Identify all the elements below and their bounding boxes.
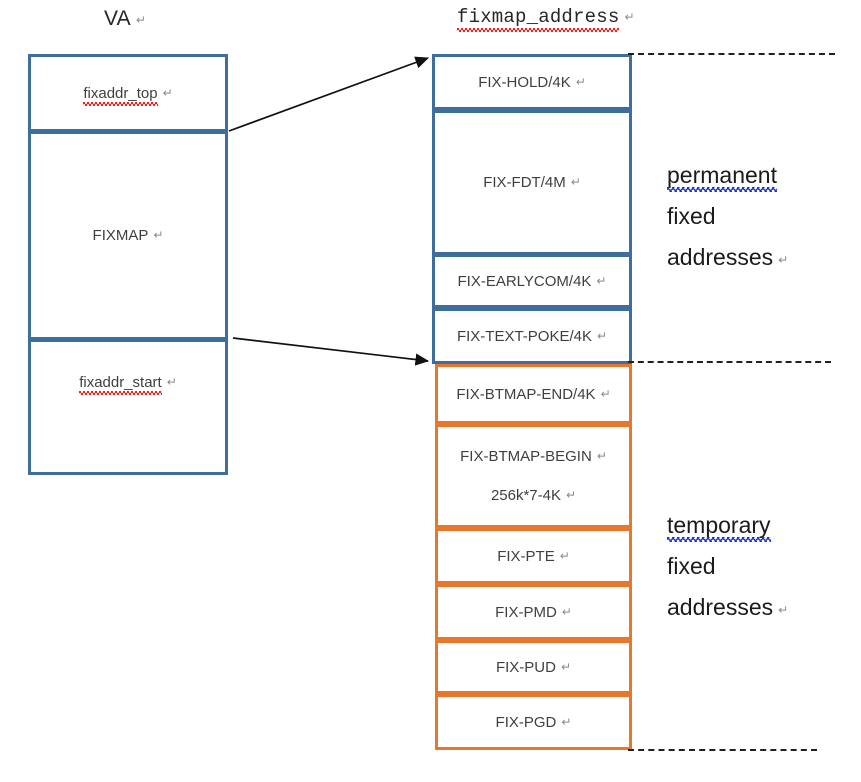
fixmap-box-label-text: FIX-BTMAP-END/4K xyxy=(456,385,596,403)
paragraph-mark-icon: ↵ xyxy=(778,603,789,617)
fixmap-box-fix-pmd: FIX-PMD ↵ xyxy=(435,584,632,640)
fixmap-box-label: FIX-PTE ↵ xyxy=(497,548,570,565)
fixmap-box-fix-hold: FIX-HOLD/4K ↵ xyxy=(432,54,632,110)
paragraph-mark-icon: ↵ xyxy=(561,604,572,619)
group-label-line-text: permanent xyxy=(667,162,777,188)
va-section-label: fixaddr_start ↵ xyxy=(79,374,177,391)
arrow-fixaddr-top-to-fix-hold xyxy=(228,56,429,132)
fixmap-box-label: FIX-PMD ↵ xyxy=(495,604,572,621)
fixmap-box-label: FIX-BTMAP-BEGIN ↵ xyxy=(460,448,607,465)
paragraph-mark-icon: ↵ xyxy=(596,273,607,288)
va-section-fixaddr-top: fixaddr_top ↵ xyxy=(28,54,228,132)
fixmap-box-label-text: FIX-EARLYCOM/4K xyxy=(457,272,592,290)
fixmap-box-label: FIX-BTMAP-END/4K ↵ xyxy=(456,386,610,403)
paragraph-mark-icon: ↵ xyxy=(575,74,586,89)
fixmap-box-fix-fdt: FIX-FDT/4M ↵ xyxy=(432,110,632,255)
group-label-line-text: addresses xyxy=(667,244,774,270)
va-section-label-text: fixaddr_top xyxy=(83,84,158,102)
fixmap-box-label-text: FIX-PMD xyxy=(495,603,557,621)
boundary-line-bottom xyxy=(628,749,817,751)
right-column-title-text: fixmap_address xyxy=(457,6,620,28)
group-label-temporary: temporary fixed addresses ↵ xyxy=(667,505,788,631)
fixmap-box-label-text: FIX-PUD xyxy=(495,658,556,676)
fixmap-box-fix-btmap-begin: FIX-BTMAP-BEGIN ↵ 256k*7-4K ↵ xyxy=(435,424,632,528)
group-label-line: addresses ↵ xyxy=(667,587,788,631)
group-label-permanent: permanent fixed addresses ↵ xyxy=(667,155,788,281)
paragraph-mark-icon: ↵ xyxy=(596,449,607,463)
fixmap-box-label-text: FIX-PGD xyxy=(495,713,557,731)
va-section-fixaddr-start: fixaddr_start ↵ xyxy=(28,339,228,475)
fixmap-box-fix-pud: FIX-PUD ↵ xyxy=(435,640,632,694)
fixmap-box-label-text: FIX-FDT/4M xyxy=(483,174,566,191)
va-section-label: fixaddr_top ↵ xyxy=(83,85,172,102)
va-section-label-text: fixaddr_start xyxy=(79,373,162,391)
fixmap-box-label: FIX-PGD ↵ xyxy=(496,714,572,731)
group-label-line: fixed xyxy=(667,546,788,587)
fixmap-box-label: FIX-HOLD/4K ↵ xyxy=(478,74,586,91)
paragraph-mark-icon: ↵ xyxy=(162,85,173,100)
paragraph-mark-icon: ↵ xyxy=(166,374,177,389)
group-label-line-text: temporary xyxy=(667,512,771,538)
paragraph-mark-icon: ↵ xyxy=(566,488,577,502)
fixmap-box-fix-text-poke: FIX-TEXT-POKE/4K ↵ xyxy=(432,308,632,364)
right-column-title: fixmap_address ↵ xyxy=(457,6,635,28)
fixmap-box-label-text: FIX-HOLD/4K xyxy=(478,73,571,91)
boundary-line-middle xyxy=(628,361,831,363)
fixmap-box-label: FIX-PUD ↵ xyxy=(496,659,571,676)
fixmap-box-label: FIX-EARLYCOM/4K ↵ xyxy=(458,273,607,290)
fixmap-box-fix-btmap-end: FIX-BTMAP-END/4K ↵ xyxy=(435,364,632,424)
fixmap-box-fix-pgd: FIX-PGD ↵ xyxy=(435,694,632,750)
fixmap-box-label-text: FIX-TEXT-POKE/4K xyxy=(456,327,592,345)
fixmap-box-label-text: FIX-PTE xyxy=(497,547,555,565)
group-label-line: addresses ↵ xyxy=(667,237,788,281)
va-section-fixmap: FIXMAP ↵ xyxy=(28,131,228,340)
fixmap-box-sublabel: 256k*7-4K ↵ xyxy=(491,487,576,504)
paragraph-mark-icon: ↵ xyxy=(559,548,570,563)
va-section-label-text: FIXMAP xyxy=(92,227,149,244)
paragraph-mark-icon: ↵ xyxy=(778,253,789,267)
paragraph-mark-icon: ↵ xyxy=(561,714,572,729)
paragraph-mark-icon: ↵ xyxy=(600,386,611,401)
group-label-line: permanent xyxy=(667,155,788,196)
left-column-title-text: VA xyxy=(104,7,131,30)
fixmap-box-label: FIX-FDT/4M ↵ xyxy=(483,174,581,191)
fixmap-box-fix-pte: FIX-PTE ↵ xyxy=(435,528,632,584)
va-section-label: FIXMAP ↵ xyxy=(93,227,164,244)
group-label-line: fixed xyxy=(667,196,788,237)
paragraph-mark-icon: ↵ xyxy=(596,328,608,343)
fixmap-box-label-text: FIX-BTMAP-BEGIN xyxy=(460,448,592,465)
paragraph-mark-icon: ↵ xyxy=(560,659,572,674)
boundary-line-top xyxy=(628,53,835,55)
group-label-line-text: fixed xyxy=(667,203,716,229)
group-label-line-text: fixed xyxy=(667,553,716,579)
fixmap-box-fix-earlycom: FIX-EARLYCOM/4K ↵ xyxy=(432,254,632,308)
paragraph-mark-icon: ↵ xyxy=(135,13,147,27)
fixmap-box-label: FIX-TEXT-POKE/4K ↵ xyxy=(457,328,607,345)
paragraph-mark-icon: ↵ xyxy=(570,175,581,189)
fixmap-box-sublabel-text: 256k*7-4K xyxy=(490,487,561,504)
left-column-title: VA ↵ xyxy=(104,7,146,31)
group-label-line: temporary xyxy=(667,505,788,546)
group-label-line-text: addresses xyxy=(667,594,774,620)
paragraph-mark-icon: ↵ xyxy=(624,10,635,24)
paragraph-mark-icon: ↵ xyxy=(153,228,164,242)
arrow-fixaddr-start-to-fix-btmap-end xyxy=(232,337,430,366)
